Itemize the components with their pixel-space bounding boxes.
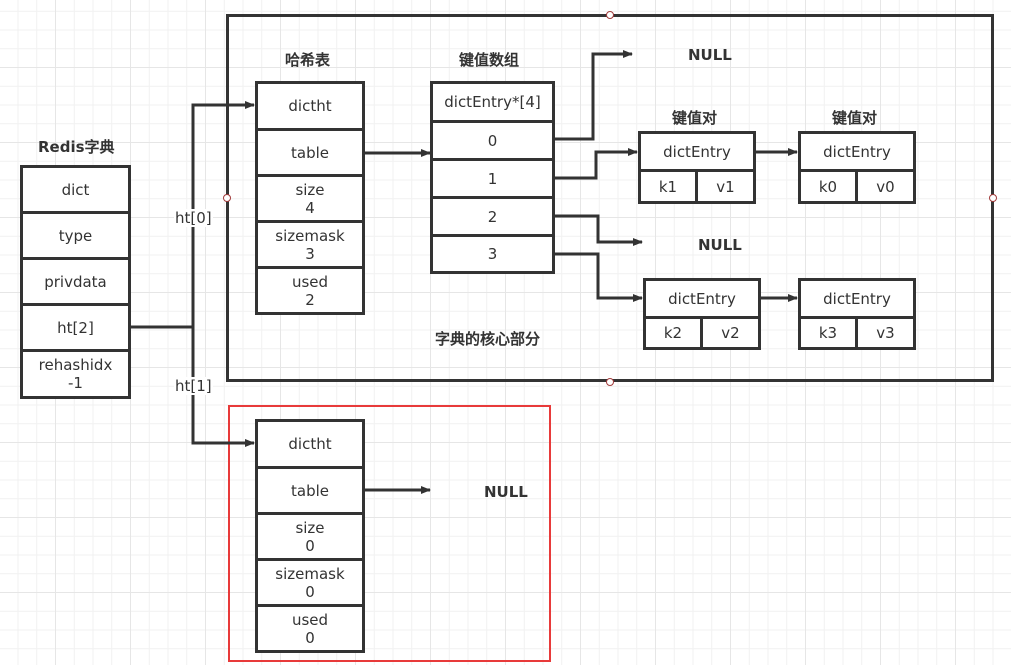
row-value: 2 — [305, 290, 315, 309]
entry-header: dictEntry — [641, 134, 753, 172]
entry-value[interactable]: v3 — [858, 319, 913, 347]
field-name: type — [58, 226, 93, 245]
entry-title-k1: 键值对 — [672, 109, 718, 127]
row-value: 0 — [305, 536, 315, 555]
dict-entry-k0[interactable]: dictEntry k0 v0 — [798, 131, 916, 204]
array-header[interactable]: dictEntry*[4] — [433, 84, 552, 123]
dict-entry-k3[interactable]: dictEntry k3 v3 — [798, 278, 916, 350]
field-name: dict — [61, 180, 90, 199]
field-rehashidx[interactable]: rehashidx -1 — [23, 352, 128, 396]
field-name: privdata — [44, 272, 107, 291]
ht-row-table[interactable]: table — [258, 469, 362, 515]
entry-value[interactable]: v1 — [698, 172, 753, 201]
row-name: sizemask — [275, 226, 345, 245]
row-value: 0 — [305, 628, 315, 647]
entry-key-text: k3 — [818, 324, 838, 342]
index-text: 2 — [487, 207, 498, 226]
entry-array[interactable]: dictEntry*[4] 0 1 2 3 — [430, 81, 555, 274]
entry-header-text: dictEntry — [668, 289, 736, 308]
entry-value-text: v0 — [876, 177, 895, 196]
ht-row-sizemask[interactable]: sizemask 0 — [258, 561, 362, 607]
field-ht[interactable]: ht[2] — [23, 306, 128, 352]
row-name: size — [295, 180, 325, 199]
entry-title-k0: 键值对 — [832, 109, 878, 127]
field-name: rehashidx — [38, 356, 113, 374]
entry-key[interactable]: k1 — [641, 172, 698, 201]
row-name: size — [295, 518, 325, 537]
core-group-caption: 字典的核心部分 — [435, 330, 541, 348]
entry-value[interactable]: v2 — [703, 319, 758, 347]
dict-entry-k2[interactable]: dictEntry k2 v2 — [643, 278, 761, 350]
entry-header-text: dictEntry — [823, 289, 891, 308]
null-label-index2: NULL — [698, 236, 742, 254]
row-name: table — [291, 481, 329, 500]
row-name: used — [291, 272, 329, 291]
ht-row-dictht[interactable]: dictht — [258, 422, 362, 469]
entry-key[interactable]: k3 — [801, 319, 858, 347]
resize-handle-left[interactable] — [223, 194, 231, 202]
row-name: table — [291, 143, 329, 162]
ht-row-used[interactable]: used 2 — [258, 269, 362, 312]
entry-header: dictEntry — [801, 281, 913, 319]
edge-label-ht0: ht[0] — [174, 209, 213, 227]
entry-header-text: dictEntry — [663, 142, 731, 161]
ht-row-sizemask[interactable]: sizemask 3 — [258, 223, 362, 269]
row-name: sizemask — [275, 564, 345, 583]
resize-handle-right[interactable] — [989, 194, 997, 202]
array-header-text: dictEntry*[4] — [444, 93, 541, 111]
row-name: used — [291, 610, 329, 629]
rehash-group-frame[interactable] — [228, 405, 551, 662]
array-index-1[interactable]: 1 — [433, 161, 552, 199]
array-index-2[interactable]: 2 — [433, 199, 552, 237]
entry-header: dictEntry — [646, 281, 758, 319]
entry-key[interactable]: k0 — [801, 172, 858, 201]
row-value: 0 — [305, 582, 315, 601]
index-text: 0 — [487, 131, 498, 150]
redis-dict-title: Redis字典 — [38, 138, 115, 156]
index-text: 1 — [487, 169, 498, 188]
redis-dict-struct[interactable]: dict type privdata ht[2] rehashidx -1 — [20, 165, 131, 399]
field-dict[interactable]: dict — [23, 168, 128, 214]
array-index-0[interactable]: 0 — [433, 123, 552, 161]
resize-handle-bottom[interactable] — [606, 378, 614, 386]
index-text: 3 — [487, 245, 498, 263]
array-index-3[interactable]: 3 — [433, 237, 552, 271]
entry-header-text: dictEntry — [823, 142, 891, 161]
entry-value[interactable]: v0 — [858, 172, 913, 201]
entry-key-text: k2 — [663, 324, 683, 342]
entry-key-text: k0 — [818, 177, 838, 196]
field-name: ht[2] — [57, 318, 94, 337]
ht-row-dictht[interactable]: dictht — [258, 84, 362, 131]
field-type[interactable]: type — [23, 214, 128, 260]
hashtable-title: 哈希表 — [285, 51, 331, 69]
dict-entry-k1[interactable]: dictEntry k1 v1 — [638, 131, 756, 204]
field-value: -1 — [68, 374, 83, 392]
ht-row-size[interactable]: size 0 — [258, 515, 362, 561]
null-label-index0: NULL — [688, 46, 732, 64]
entry-value-text: v3 — [876, 324, 895, 342]
row-value: 3 — [305, 244, 315, 263]
hashtable-struct[interactable]: dictht table size 4 sizemask 3 used 2 — [255, 81, 365, 315]
entry-header: dictEntry — [801, 134, 913, 172]
ht-row-used[interactable]: used 0 — [258, 607, 362, 650]
row-name: dictht — [288, 435, 332, 453]
entry-value-text: v1 — [716, 177, 735, 196]
rehash-hashtable-struct[interactable]: dictht table size 0 sizemask 0 used 0 — [255, 419, 365, 653]
entry-key-text: k1 — [658, 177, 678, 196]
row-name: dictht — [288, 97, 332, 115]
entry-value-text: v2 — [721, 324, 740, 342]
edge-label-ht1: ht[1] — [174, 377, 213, 395]
array-title: 键值数组 — [459, 51, 520, 69]
ht-row-table[interactable]: table — [258, 131, 362, 177]
resize-handle-top[interactable] — [606, 11, 614, 19]
ht-row-size[interactable]: size 4 — [258, 177, 362, 223]
row-value: 4 — [305, 198, 315, 217]
null-label-rehash: NULL — [484, 483, 528, 501]
field-privdata[interactable]: privdata — [23, 260, 128, 306]
entry-key[interactable]: k2 — [646, 319, 703, 347]
